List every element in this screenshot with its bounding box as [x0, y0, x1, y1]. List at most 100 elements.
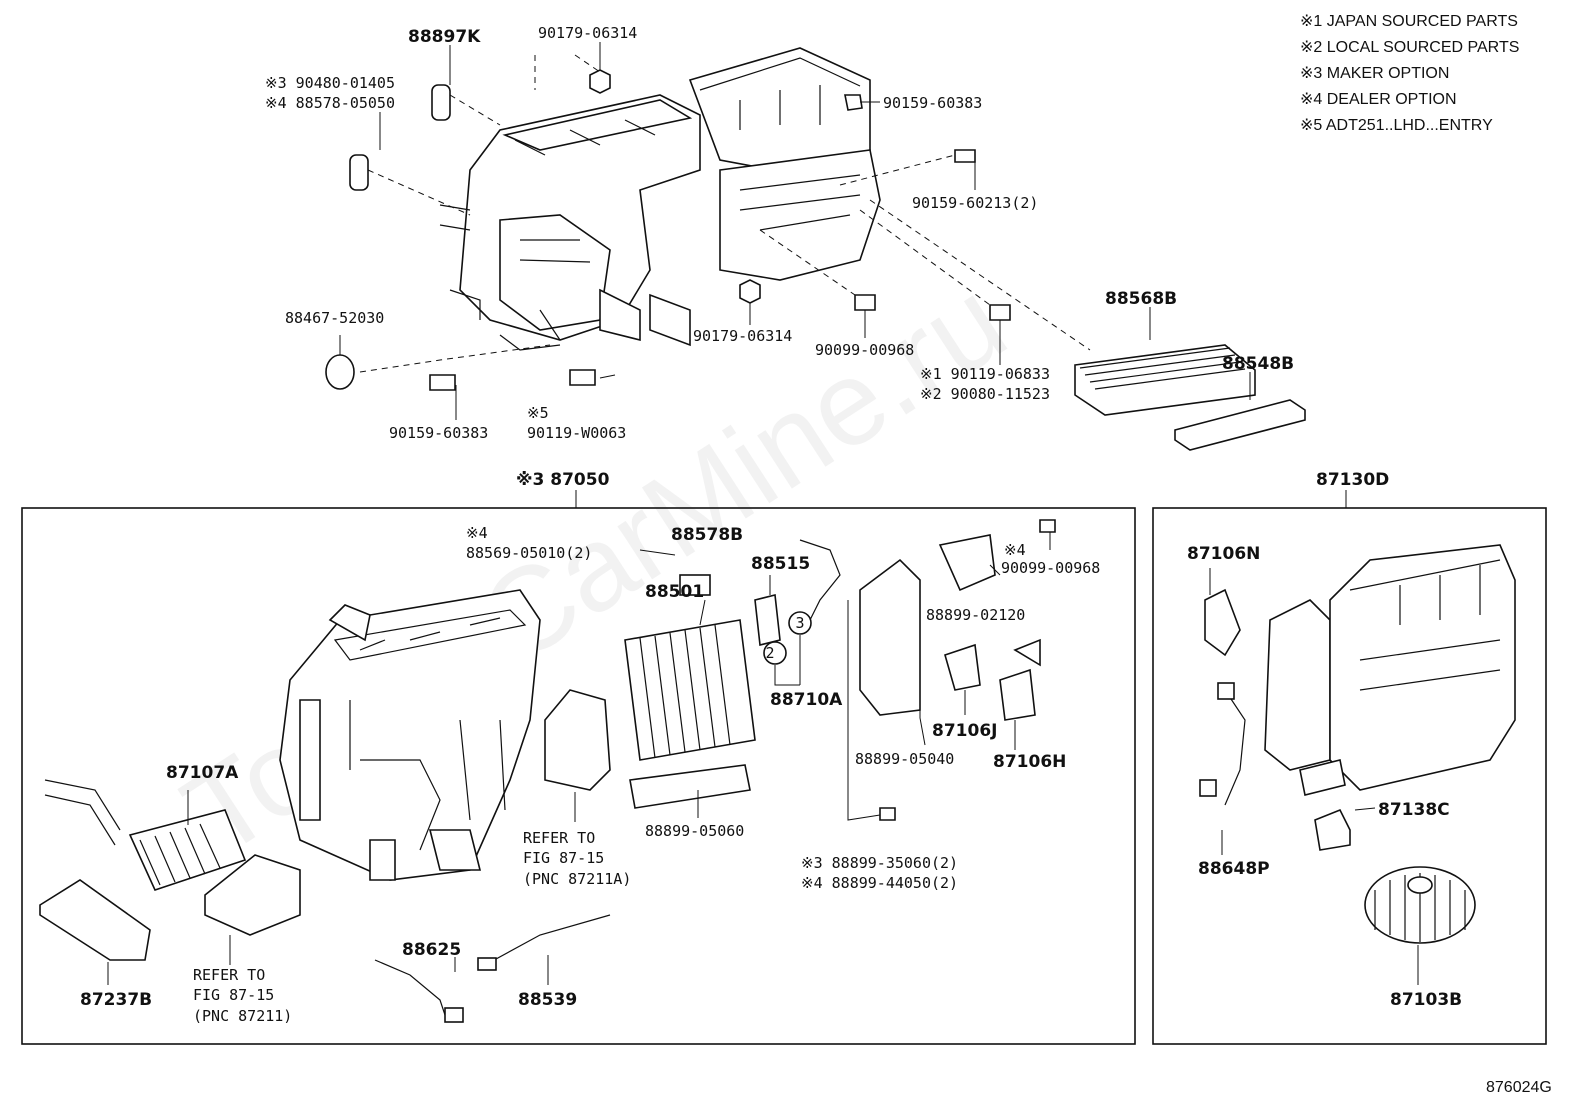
sensor-88625-icon	[374, 959, 446, 1016]
resistor-87138C-icon	[1314, 808, 1351, 851]
label-88899-05060: 88899-05060	[645, 822, 744, 840]
bolt-90159-60383-bottom-icon	[429, 374, 456, 391]
label-refer2-b: FIG 87-15	[193, 986, 274, 1004]
seal-88899-05060-icon	[629, 764, 751, 809]
note-5: ※5 ADT251..LHD...ENTRY	[1300, 117, 1493, 134]
connector-88648P-a-icon	[1217, 682, 1235, 700]
label-88899-44050: ※4 88899-44050(2)	[801, 874, 958, 892]
bolt-90159-60213-icon	[954, 149, 976, 163]
label-88625: 88625	[402, 940, 461, 960]
label-88648P: 88648P	[1198, 859, 1270, 879]
note-1: ※1 JAPAN SOURCED PARTS	[1300, 13, 1518, 30]
label-88569-05010: 88569-05010(2)	[466, 544, 592, 562]
label-88897K: 88897K	[408, 27, 481, 47]
label-90159-60213: 90159-60213(2)	[912, 194, 1038, 212]
servo-87106J-icon	[944, 643, 981, 691]
label-circle-3: 3	[795, 614, 804, 632]
duct-87211-icon	[204, 854, 301, 936]
label-87106N: 87106N	[1187, 544, 1260, 564]
label-refer1-c: (PNC 87211A)	[523, 870, 631, 888]
cover-88548B-icon	[1174, 399, 1306, 451]
label-87237B: 87237B	[80, 990, 152, 1010]
label-90179-06314-top: 90179-06314	[538, 24, 637, 42]
label-88899-05040: 88899-05040	[855, 750, 954, 768]
unit-87130D-drawing	[1264, 544, 1516, 796]
label-87138C: 87138C	[1378, 800, 1450, 820]
heater-core-87107A-icon	[44, 779, 247, 891]
duct-87211A-icon	[544, 689, 611, 791]
label-88548B: 88548B	[1222, 354, 1294, 374]
label-88515: 88515	[751, 554, 810, 574]
label-refer1-a: REFER TO	[523, 829, 595, 847]
servo-87106H-icon	[999, 668, 1036, 721]
label-88467-52030: 88467-52030	[285, 309, 384, 327]
bolt-90099-icon	[854, 294, 876, 311]
note-2: ※2 LOCAL SOURCED PARTS	[1300, 39, 1519, 56]
unit-87050-drawing	[279, 589, 541, 881]
harness-88648P-icon	[1224, 689, 1246, 806]
oring-3-icon	[788, 611, 812, 635]
bolt-90159-60383-icon	[844, 94, 863, 111]
sensor-tip-88539-icon	[477, 957, 497, 971]
label-88899-35060: ※3 88899-35060(2)	[801, 854, 958, 872]
label-88568B: 88568B	[1105, 289, 1177, 309]
label-87106H: 87106H	[993, 752, 1066, 772]
label-90179-06314-mid: 90179-06314	[693, 327, 792, 345]
evaporator-88501-icon	[624, 619, 756, 761]
clip-88897K-icon	[431, 84, 451, 121]
label-88578B: 88578B	[671, 525, 743, 545]
label-87103B: 87103B	[1390, 990, 1462, 1010]
label-87107A: 87107A	[166, 763, 239, 783]
pipe-88710A-icon	[799, 539, 841, 621]
label-88501: 88501	[645, 582, 704, 602]
sensor-88539-icon	[484, 914, 611, 966]
duct-87237B-icon	[39, 879, 151, 961]
seal-88578B-icon	[679, 574, 711, 596]
label-88710A: 88710A	[770, 690, 843, 710]
nut-90179-top-icon	[589, 69, 611, 94]
label-90159-60383-top: 90159-60383	[883, 94, 982, 112]
legend-notes: ※1 JAPAN SOURCED PARTS ※2 LOCAL SOURCED …	[1300, 13, 1519, 134]
screw-90099-box-icon	[1039, 519, 1056, 533]
label-90080-11523: ※2 90080-11523	[920, 385, 1050, 403]
bolt-90119-06833-icon	[989, 304, 1011, 321]
blower-motor-87103B-icon	[1364, 866, 1476, 944]
heater-unit-assembly-drawing	[325, 42, 1306, 451]
label-refer1-b: FIG 87-15	[523, 849, 604, 867]
lever-87106H-icon	[1013, 638, 1041, 667]
cover-88899-02120-icon	[938, 534, 996, 592]
case-88899-05040-icon	[859, 558, 921, 716]
label-90159-60383-bottom: 90159-60383	[389, 424, 488, 442]
box-87050-title: ※3 87050	[516, 470, 610, 490]
label-90480-01405: ※3 90480-01405	[265, 74, 395, 92]
label-88539: 88539	[518, 990, 577, 1010]
label-90099-00968-box: 90099-00968	[1001, 559, 1100, 577]
valve-88515-icon	[754, 594, 781, 646]
label-88899-02120: 88899-02120	[926, 606, 1025, 624]
bolt-90119-W0063-icon	[569, 369, 596, 386]
box-87130D-title: 87130D	[1316, 470, 1389, 490]
label-90119-W0063: 90119-W0063	[527, 424, 626, 442]
label-mark-88569: ※4	[466, 524, 488, 542]
label-90119-06833: ※1 90119-06833	[920, 365, 1050, 383]
figure-code: 876024G	[1486, 1079, 1552, 1096]
label-88578-05050: ※4 88578-05050	[265, 94, 395, 112]
label-90119-W0063-mark: ※5	[527, 404, 549, 422]
box-87050-frame	[21, 507, 1136, 1045]
note-3: ※3 MAKER OPTION	[1300, 65, 1449, 82]
label-87106J: 87106J	[932, 721, 997, 741]
label-refer2-c: (PNC 87211)	[193, 1007, 292, 1025]
oring-2-icon	[763, 641, 787, 665]
connector-88625-icon	[444, 1007, 464, 1023]
screw-88899-35060-icon	[879, 807, 896, 821]
label-mark-90099: ※4	[1004, 541, 1026, 559]
clip-90480-icon	[349, 154, 369, 191]
label-circle-2: 2	[765, 644, 774, 662]
servo-87106N-icon	[1204, 588, 1241, 657]
label-refer2-a: REFER TO	[193, 966, 265, 984]
nut-90179-mid-icon	[739, 279, 761, 304]
box-87130D-frame	[1152, 507, 1547, 1045]
label-90099-00968-mid: 90099-00968	[815, 341, 914, 359]
connector-88648P-b-icon	[1199, 779, 1217, 797]
